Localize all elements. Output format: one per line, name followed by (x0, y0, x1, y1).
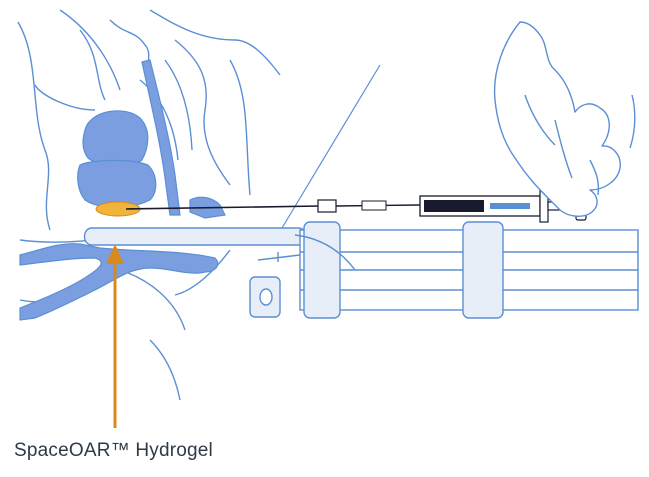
anatomy-organs (19, 59, 226, 321)
rectum-wall (19, 243, 219, 321)
urethra-tube (141, 59, 181, 216)
hand-outline (493, 21, 636, 217)
needle-hub (317, 199, 337, 213)
needle-line (125, 205, 321, 210)
callout-arrow (106, 244, 124, 428)
bladder-organ (82, 110, 149, 168)
stepper-clamp-left (303, 221, 341, 319)
stepper-clamp-right (462, 221, 504, 319)
callout-label: SpaceOAR™ Hydrogel (14, 440, 213, 461)
anatomy-outlines (17, 9, 281, 401)
arrow-head-icon (106, 244, 124, 264)
prostate-organ (77, 159, 157, 209)
ultrasound-stepper (83, 64, 639, 319)
ultrasound-probe (83, 227, 308, 246)
